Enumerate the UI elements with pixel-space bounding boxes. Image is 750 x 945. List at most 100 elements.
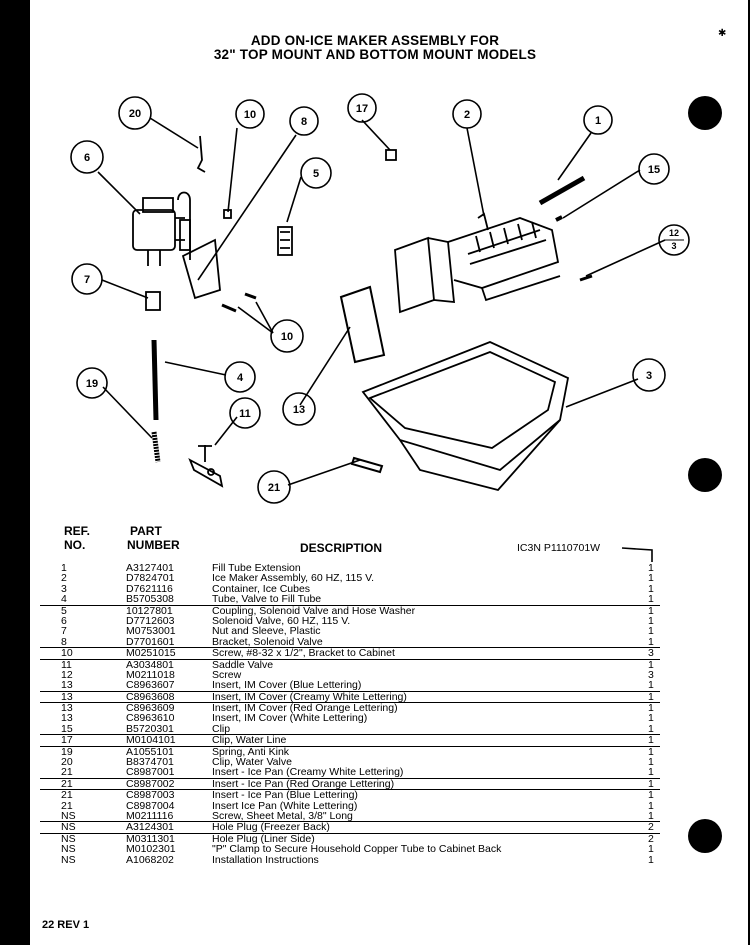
part-number: C8963607	[126, 679, 175, 692]
quantity: 1	[648, 809, 654, 822]
part-description: Tube, Valve to Fill Tube	[212, 593, 322, 606]
ref-no: 8	[61, 635, 67, 648]
part-description: Insert, IM Cover (White Lettering)	[212, 712, 368, 725]
solenoid-bracket	[181, 238, 221, 300]
part-description: Clip, Water Line	[212, 734, 287, 747]
ref-no: 20	[61, 756, 73, 769]
ref-no: 10	[61, 647, 73, 660]
quantity: 1	[648, 593, 654, 606]
part-number: M0211018	[126, 668, 175, 681]
part-number: A1068202	[126, 853, 174, 866]
part-number: C8963610	[126, 712, 175, 725]
part-number: A1055101	[126, 745, 174, 758]
part-number: M0211116	[126, 809, 174, 822]
part-number: C8963608	[126, 690, 175, 703]
table-row: NS A1068202 Installation Instructions 1	[40, 853, 660, 866]
part-description: Fill Tube Extension	[212, 562, 301, 574]
ref-no: NS	[61, 853, 76, 866]
coupling	[277, 226, 293, 256]
part-description: Insert, IM Cover (Creamy White Lettering…	[212, 690, 407, 703]
ref-no: 4	[61, 593, 67, 606]
callout-1: 1	[595, 115, 601, 127]
ref-no: 5	[61, 604, 67, 617]
part-description: Insert Ice Pan (White Lettering)	[212, 799, 358, 812]
quantity: 3	[648, 647, 654, 660]
part-number: D7621116	[126, 582, 173, 595]
ref-no: 21	[61, 789, 73, 802]
part-description: Insert - Ice Pan (Red Orange Lettering)	[212, 777, 395, 790]
callout-3: 3	[646, 370, 652, 382]
part-description: Clip	[212, 722, 231, 735]
description-header: DESCRIPTION	[300, 541, 383, 555]
part-number: D7712603	[126, 614, 175, 627]
part-description: Solenoid Valve, 60 HZ, 115 V.	[212, 614, 351, 627]
ice-cube-container	[361, 341, 570, 492]
part-description: Screw	[212, 668, 242, 681]
title-line-2: 32" TOP MOUNT AND BOTTOM MOUNT MODELS	[213, 47, 537, 62]
ref-no: 19	[61, 745, 73, 758]
nut-and-sleeve	[145, 291, 161, 311]
ref-no: 13	[61, 712, 73, 725]
quantity: 1	[648, 745, 654, 758]
part-description: Insert, IM Cover (Red Orange Lettering)	[212, 702, 398, 715]
part-description: Hole Plug (Freezer Back)	[212, 821, 330, 834]
ref-no: 7	[61, 625, 67, 638]
ref-no: 2	[61, 572, 67, 585]
part-number: C8987004	[126, 799, 175, 812]
callout-21: 21	[268, 482, 280, 494]
quantity: 2	[648, 832, 654, 845]
part-description: Coupling, Solenoid Valve and Hose Washer	[212, 604, 416, 617]
solenoid-valve	[132, 191, 191, 266]
part-number: D7701601	[126, 635, 175, 648]
title-line-1: ADD ON-ICE MAKER ASSEMBLY FOR	[250, 33, 500, 48]
part-description: Spring, Anti Kink	[212, 745, 290, 758]
part-number: M0251015	[126, 647, 176, 660]
callout-8: 8	[301, 116, 307, 128]
callout-12: 12	[669, 228, 679, 238]
quantity: 1	[648, 625, 654, 638]
part-number: B5720301	[126, 722, 174, 735]
anti-kink-spring	[151, 431, 161, 463]
part-description: Screw, #8-32 x 1/2", Bracket to Cabinet	[212, 647, 395, 660]
part-description: Bracket, Solenoid Valve	[212, 635, 323, 648]
part-description: Hole Plug (Liner Side)	[212, 832, 315, 845]
quantity: 1	[648, 777, 654, 790]
quantity: 1	[648, 604, 654, 617]
quantity: 1	[648, 789, 654, 802]
ref-no: 3	[61, 582, 67, 595]
catalog-code: IC3N P1110701W	[517, 542, 601, 554]
quantity: 1	[648, 734, 654, 747]
part-description: Installation Instructions	[212, 853, 319, 866]
page-edge	[748, 0, 750, 945]
quantity: 1	[648, 853, 654, 866]
ref-no: NS	[61, 809, 76, 822]
part-number: M0311301	[126, 832, 175, 845]
ref-no: 21	[61, 777, 73, 790]
table-row: 10 M0251015 Screw, #8-32 x 1/2", Bracket t…	[40, 647, 660, 660]
part-header-1: PART	[130, 524, 162, 538]
table-row: 19 A1055101 Spring, Anti Kink 1	[40, 745, 660, 758]
quantity: 1	[648, 614, 654, 627]
quantity: 1	[648, 572, 654, 585]
callout-13: 13	[293, 404, 305, 416]
part-number: B5705308	[126, 593, 174, 606]
im-cover-insert	[339, 285, 386, 364]
part-number: M0104101	[126, 734, 176, 747]
quantity: 1	[648, 712, 654, 725]
water-line-clip	[385, 149, 397, 161]
valve-tube	[151, 339, 159, 421]
part-number: 10127801	[126, 604, 173, 617]
callout-19: 19	[86, 378, 98, 390]
